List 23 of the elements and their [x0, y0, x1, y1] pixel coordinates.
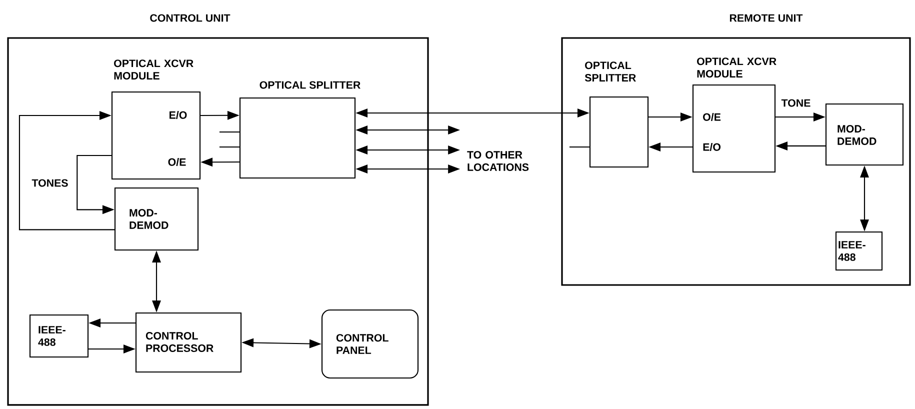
node-label: OPTICAL SPLITTER — [260, 81, 360, 89]
line — [569, 146, 590, 148]
node-label: CONTROL UNIT — [150, 14, 230, 22]
node-label: OPTICAL XCVR MODULE — [697, 58, 776, 78]
edge-label: TONES — [30, 178, 70, 188]
transceiver-box: OPTICAL XCVR MODULE O/E E/O — [692, 58, 776, 173]
node-label: OPTICAL SPLITTER — [584, 62, 636, 82]
interface-box: IEEE- 488 — [835, 231, 883, 271]
panel-box: CONTROL PANEL — [321, 309, 419, 379]
node-label: OPTICAL XCVR MODULE — [114, 60, 194, 80]
destination-label: TO OTHER LOCATIONS — [467, 151, 529, 171]
line — [219, 146, 240, 148]
line — [219, 131, 240, 133]
modem-box: MOD- DEMOD — [114, 187, 199, 251]
splitter-box: OPTICAL SPLITTER — [239, 81, 360, 179]
edge-label: TONE — [780, 98, 812, 108]
node-label: REMOTE UNIT — [730, 14, 803, 22]
interface-box: IEEE- 488 — [29, 314, 89, 358]
arrow — [18, 111, 114, 230]
splitter-box: OPTICAL SPLITTER — [584, 62, 649, 168]
transceiver-box: OPTICAL XCVR MODULE E/O O/E — [111, 60, 201, 180]
processor-box: CONTROL PROCESSOR — [135, 312, 242, 373]
modem-box: MOD- DEMOD — [825, 103, 904, 166]
